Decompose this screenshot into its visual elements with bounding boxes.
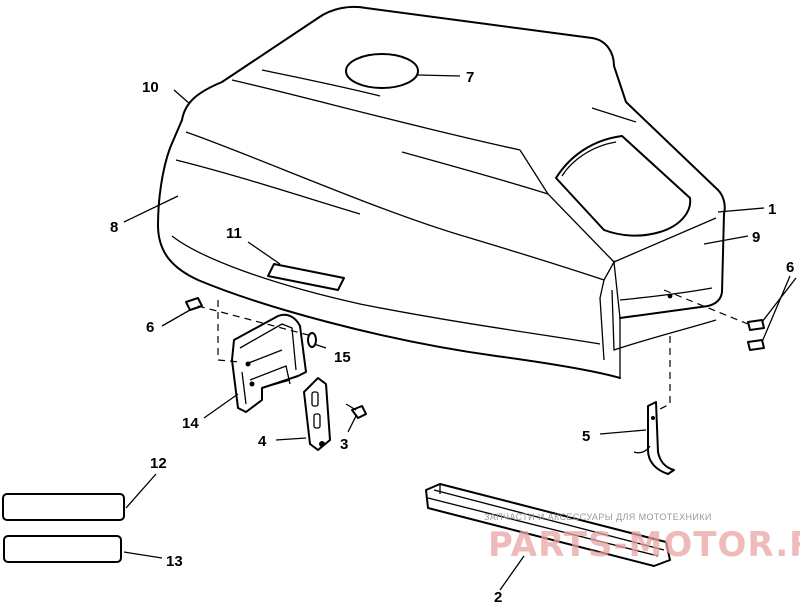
callout-labels: 1 2 3 4 5 6 7 8 9 10 11 12 13 14 15 6 <box>110 69 794 603</box>
callout-11: 11 <box>226 225 242 242</box>
watermark-logo: PARTS-MOTOR.RU <box>488 525 800 565</box>
hook-bracket <box>633 401 675 475</box>
callout-6-left: 6 <box>146 319 154 336</box>
callout-8: 8 <box>110 219 118 236</box>
watermark-tagline: ЗАПЧАСТИ И АКСЕССУАРЫ ДЛЯ МОТОТЕХНИКИ <box>484 512 712 522</box>
callout-14: 14 <box>182 415 199 432</box>
screw <box>345 403 367 419</box>
callout-15: 15 <box>334 349 351 366</box>
callout-1: 1 <box>768 201 776 218</box>
callout-12: 12 <box>150 455 167 472</box>
bolts-right <box>747 319 765 351</box>
callout-10: 10 <box>142 79 159 96</box>
callout-7: 7 <box>466 69 474 86</box>
latch-bracket <box>231 313 307 413</box>
callout-13: 13 <box>166 553 183 570</box>
callout-4: 4 <box>258 433 267 450</box>
motor-cover <box>157 5 726 379</box>
alignment-lines <box>197 289 749 411</box>
decal-13 <box>3 535 122 563</box>
callout-3: 3 <box>340 436 348 453</box>
watermark: ЗАПЧАСТИ И АКСЕССУАРЫ ДЛЯ МОТОТЕХНИКИ PA… <box>484 512 800 565</box>
callout-5: 5 <box>582 428 590 445</box>
leader-lines <box>123 74 797 591</box>
washer <box>307 332 317 348</box>
seal-strip <box>425 483 671 567</box>
callout-9: 9 <box>752 229 760 246</box>
callout-2: 2 <box>494 589 502 603</box>
callout-6-right: 6 <box>786 259 794 276</box>
bolt-left <box>185 297 203 311</box>
latch-plate <box>303 377 331 451</box>
decal-12 <box>2 493 125 521</box>
